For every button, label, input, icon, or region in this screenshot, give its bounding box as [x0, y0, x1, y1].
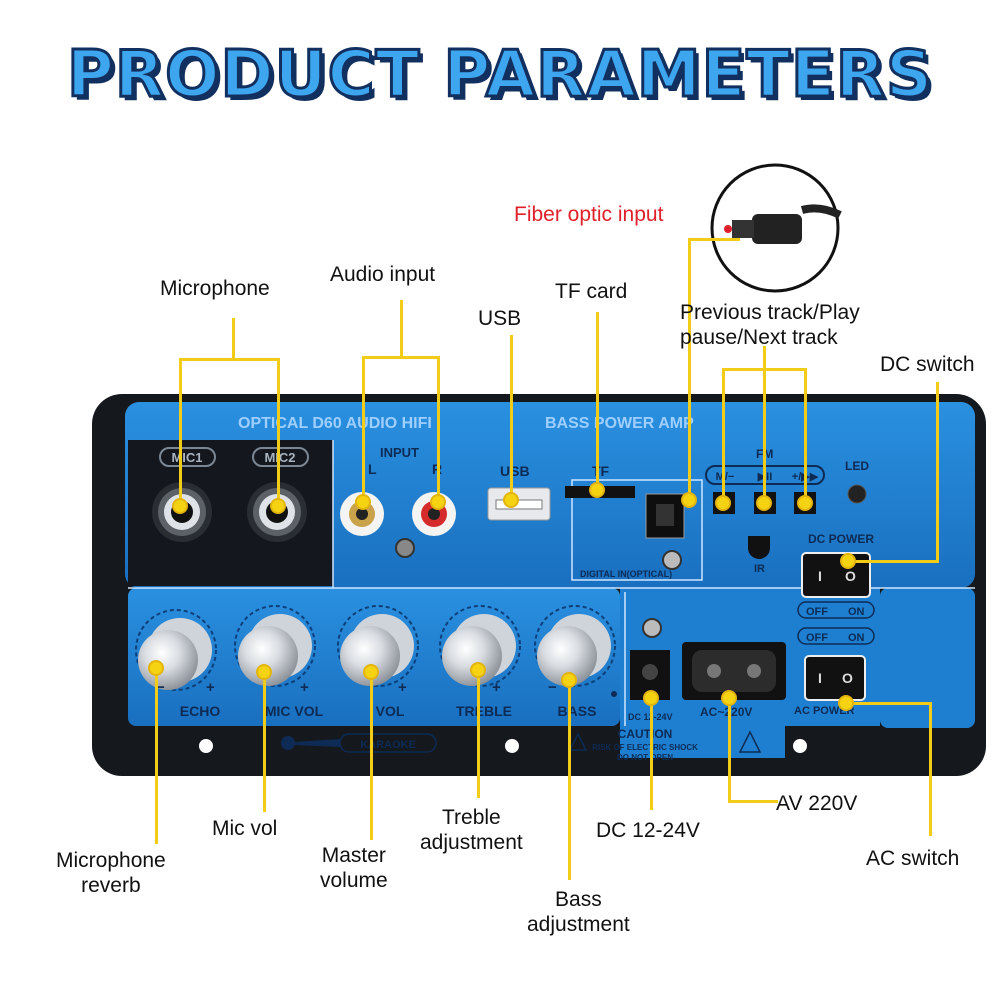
- svg-text:OFF: OFF: [806, 632, 828, 644]
- svg-text:M/−: M/−: [716, 471, 735, 483]
- svg-text:−: −: [156, 679, 165, 696]
- knob-mic-vol: [234, 605, 316, 687]
- digital-in-label: DIGITAL IN(OPTICAL): [580, 569, 672, 579]
- track-callout: Previous track/Play pause/Next track: [680, 301, 860, 349]
- master-volume-callout: Master volume: [320, 844, 388, 892]
- svg-text:O: O: [842, 670, 853, 686]
- page-title: PRODUCT PARAMETERS: [65, 37, 934, 114]
- svg-text:IR: IR: [754, 563, 765, 575]
- usb-label: USB: [500, 463, 530, 479]
- svg-text:OFF: OFF: [806, 606, 828, 618]
- dc-switch-callout: DC switch: [880, 353, 975, 376]
- tf-label: TF: [592, 463, 610, 479]
- svg-text:I: I: [818, 670, 822, 686]
- svg-text:O: O: [845, 568, 856, 584]
- tf-card-callout: TF card: [555, 280, 628, 303]
- usb-callout: USB: [478, 307, 522, 330]
- ac-rocker-switch: [804, 655, 866, 701]
- mount-hole: [199, 739, 213, 753]
- ir-sensor: [748, 536, 770, 559]
- knob-echo: [135, 609, 217, 691]
- svg-text:ON: ON: [848, 606, 865, 618]
- mic2-jack: [247, 482, 307, 542]
- ac-switch-callout: AC switch: [866, 847, 960, 870]
- svg-text:+: +: [206, 679, 215, 696]
- mic-vol-label: MIC VOL: [265, 703, 324, 719]
- fiber-optic-callout: Fiber optic input: [514, 203, 664, 226]
- svg-text:AC~220V: AC~220V: [700, 705, 752, 719]
- svg-text:DO NOT OPEN: DO NOT OPEN: [617, 753, 673, 762]
- mic1-label: MIC1: [171, 450, 202, 465]
- svg-text:RISK OF ELECTRIC SHOCK: RISK OF ELECTRIC SHOCK: [592, 743, 698, 752]
- knob-treble: [439, 605, 521, 687]
- board-header-right: BASS POWER AMP: [545, 415, 694, 432]
- svg-text:ON: ON: [848, 632, 865, 644]
- svg-text:+: +: [492, 679, 501, 696]
- treble-label: TREBLE: [456, 703, 512, 719]
- knob-bass: [534, 605, 616, 687]
- bass-callout: Bass adjustment: [527, 888, 630, 936]
- input-label: INPUT: [380, 445, 419, 460]
- audio-input-callout: Audio input: [330, 263, 436, 286]
- svg-text:DC POWER: DC POWER: [808, 532, 874, 546]
- svg-text:+: +: [398, 679, 407, 696]
- rca-right-jack: [412, 492, 456, 536]
- caution-label: CAUTION: [618, 727, 673, 741]
- karaoke-label: KARAOKE: [360, 739, 416, 751]
- microphone-callout: Microphone: [160, 277, 270, 300]
- mount-hole: [793, 739, 807, 753]
- svg-text:−: −: [548, 679, 557, 696]
- svg-text:I: I: [818, 568, 822, 584]
- mic-vol-callout: Mic vol: [212, 817, 278, 840]
- svg-text:L: L: [368, 461, 377, 477]
- svg-text:LED: LED: [845, 459, 869, 473]
- svg-text:AC POWER: AC POWER: [794, 705, 855, 717]
- mic2-label: MIC2: [264, 450, 295, 465]
- mic1-jack: [152, 482, 212, 542]
- board-header-left: OPTICAL D60 AUDIO HIFI: [238, 415, 432, 432]
- knob-vol: [337, 605, 419, 687]
- echo-label: ECHO: [180, 703, 221, 719]
- mount-hole: [505, 739, 519, 753]
- mic-reverb-callout: Microphone reverb: [56, 849, 166, 897]
- dc-voltage-callout: DC 12-24V: [596, 819, 700, 842]
- fiber-optic-inset: [710, 163, 842, 293]
- rca-left-jack: [340, 492, 384, 536]
- av-voltage-callout: AV 220V: [776, 792, 858, 815]
- vol-label: VOL: [376, 703, 405, 719]
- svg-text:+: +: [300, 679, 309, 696]
- bass-label: BASS: [558, 703, 597, 719]
- treble-callout: Treble adjustment: [420, 806, 523, 854]
